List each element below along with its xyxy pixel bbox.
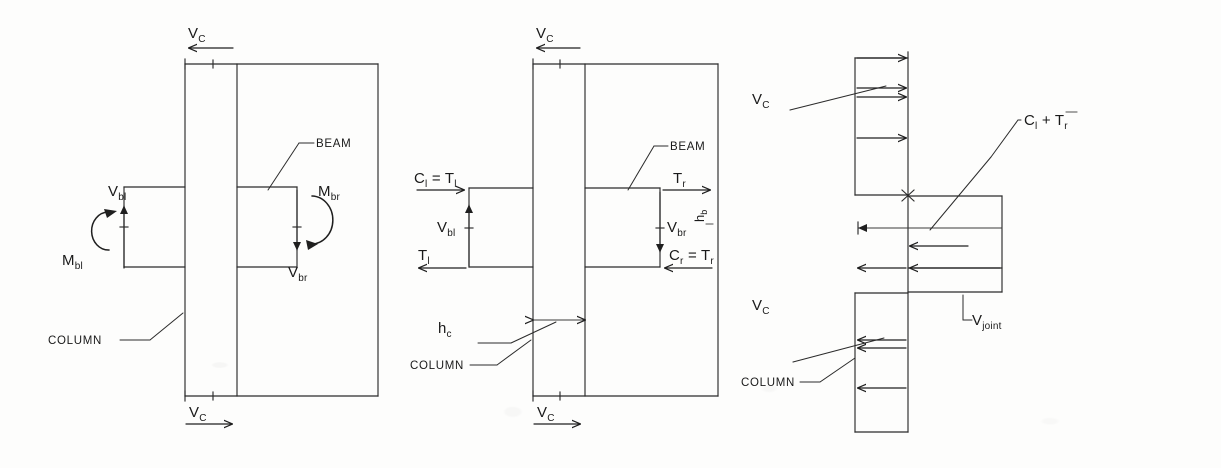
cl-plus-tr-label-p3: Cl + Tr	[1024, 112, 1068, 132]
cl-plus-tr-leader-mid-p3	[990, 119, 1019, 158]
tr-label-p2: Tr	[673, 170, 686, 190]
column-label-p3: COLUMN	[741, 377, 795, 389]
mbl-label-p1: Mbl	[62, 252, 83, 272]
vc-top-label-p1: VC	[188, 25, 206, 45]
vc-upper-leader-p3	[789, 85, 887, 111]
vjoint-label-p3: Vjoint	[972, 312, 1002, 332]
mbr-arrowhead-p1	[306, 240, 318, 250]
vc-top-label-p2: VC	[536, 25, 554, 45]
vc-lower-leader-p3	[792, 337, 885, 363]
vbr-label-p2: Vbr	[667, 219, 687, 239]
column-leader-p3	[819, 357, 856, 383]
joint-x-mark-b-p3	[901, 189, 915, 202]
vc-lower-label-p3: VC	[752, 297, 770, 317]
beam-leader-p2	[627, 145, 655, 191]
hc-dimension-p2: hc	[438, 320, 585, 344]
column-leader-p2	[496, 339, 532, 366]
column-leader-p1	[149, 312, 184, 341]
panel-middle-group: VC VC Cl = Tl Tl Vbl Tr Cr = Tr Vbr hb	[410, 25, 719, 424]
cl-eq-tl-label-p2: Cl = Tl	[414, 170, 457, 190]
hc-leader-p2	[510, 321, 557, 344]
cr-eq-tr-label-p2: Cr = Tr	[669, 247, 714, 267]
column-label-p2: COLUMN	[410, 360, 464, 372]
hb-label-p2: hb	[692, 210, 709, 222]
panel-left-group: VC VC Vbl Mbl Vbr Mbr BEAM COLUMN	[48, 25, 379, 424]
mbr-label-p1: Mbr	[318, 183, 340, 203]
vbl-label-p1: Vbl	[108, 183, 126, 203]
joint-dim-arrowhead-p3	[858, 224, 867, 232]
panel-right-group: VC VC COLUMN Cl + Tr Vjoint	[741, 51, 1078, 433]
mbr-moment-arc-p1	[310, 195, 334, 245]
vc-upper-label-p3: VC	[752, 91, 770, 111]
beam-label-p1: BEAM	[316, 138, 351, 150]
mbl-moment-arc-p1	[90, 211, 110, 251]
hc-label-p2: hc	[438, 320, 452, 340]
beam-label-p2: BEAM	[670, 141, 705, 153]
hb-dimension-p2: hb	[692, 210, 714, 225]
vbr-label-p1: Vbr	[288, 264, 308, 284]
mbl-arrowhead-p1	[104, 209, 117, 218]
tl-label-p2: Tl	[418, 247, 430, 267]
beam-leader-p1	[267, 142, 300, 191]
column-label-p1: COLUMN	[48, 335, 102, 347]
cl-plus-tr-leader-p3	[929, 156, 992, 231]
vc-bottom-label-p1: VC	[189, 404, 207, 424]
vbl-label-p2: Vbl	[437, 219, 455, 239]
vc-bottom-label-p2: VC	[537, 404, 555, 424]
